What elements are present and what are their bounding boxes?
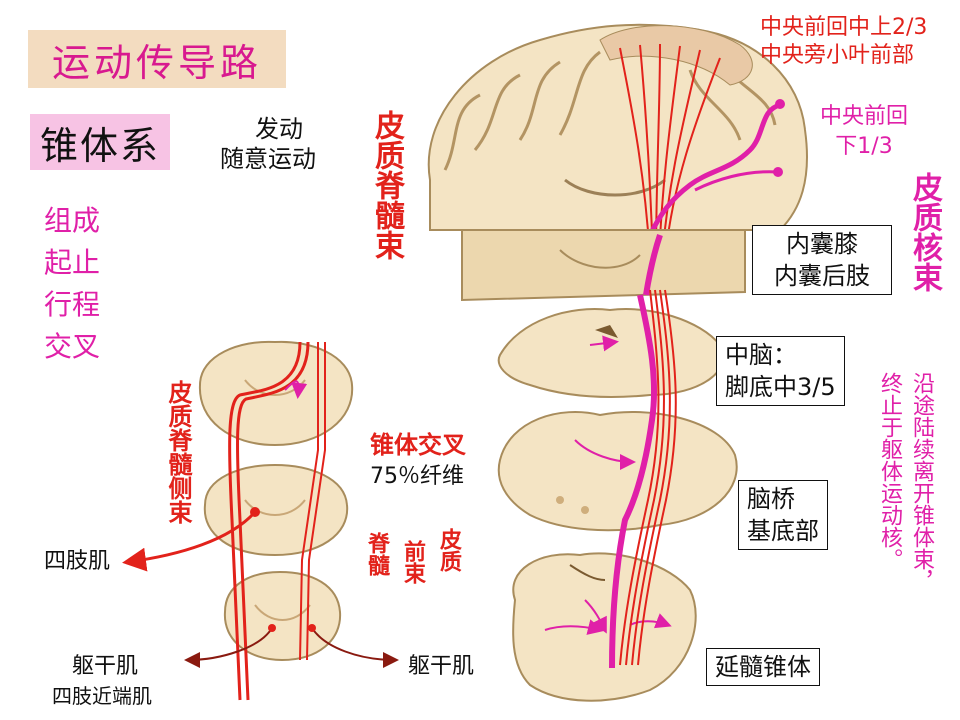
aspects-list: 组成 起止 行程 交叉	[44, 200, 100, 368]
aspect-item: 行程	[44, 288, 101, 321]
function-line: 随意运动	[220, 145, 316, 173]
descending-tract-brainstem	[609, 289, 677, 669]
muscle-arrows	[122, 507, 399, 668]
lower-region-line: 中央前回	[820, 104, 909, 129]
trunk-muscle-left-label: 躯干肌	[72, 654, 139, 679]
aspect-item: 组成	[44, 204, 101, 237]
internal-capsule-line: 内囊膝	[786, 230, 858, 258]
function-label: 发动 随意运动	[220, 114, 322, 174]
spinal-cord-sections	[198, 340, 354, 701]
corticonuclear-label: 皮质核束	[907, 172, 942, 292]
lateral-tract-label: 皮质脊髓侧束	[164, 380, 192, 524]
proximal-limb-muscle-label: 四肢近端肌	[52, 684, 152, 708]
aspect-item: 起止	[44, 246, 101, 279]
midbrain-section	[497, 308, 725, 398]
midbrain-line: 脚底中3/5	[725, 373, 836, 401]
note-line: 沿途陆续离开锥体束，	[909, 372, 934, 592]
fiber-percentage: 75％纤维	[370, 464, 464, 489]
lower-region-line: 下1/3	[835, 134, 893, 159]
pons-line: 基底部	[747, 517, 819, 545]
medulla-section	[512, 552, 697, 702]
corticospinal-label: 皮质脊髓束	[369, 110, 404, 260]
upper-region-label: 中央前回中上2/3 中央旁小叶前部	[760, 14, 927, 70]
upper-region-line: 中央旁小叶前部	[760, 43, 915, 68]
note-line: 终止于躯体运动核。	[877, 372, 902, 570]
anterior-tract-part: 前束	[400, 540, 425, 584]
internal-capsule-line: 内囊后肢	[774, 262, 870, 290]
internal-capsule-section	[461, 229, 746, 302]
upper-region-line: 中央前回中上2/3	[760, 15, 928, 40]
aspect-item: 交叉	[44, 330, 101, 363]
anterior-tract-part: 脊髓	[364, 532, 389, 576]
lower-region-label: 中央前回 下1/3	[820, 102, 908, 162]
trunk-muscle-right-label: 躯干肌	[408, 654, 475, 679]
pons-line: 脑桥	[747, 485, 795, 513]
medulla-box: 延髓锥体	[706, 648, 820, 686]
brain-coronal-section	[427, 23, 808, 261]
pons-box: 脑桥 基底部	[738, 480, 828, 550]
system-heading: 锥体系	[30, 114, 170, 170]
function-line: 发动	[255, 115, 303, 143]
anterior-tract-label: 皮质 前束 脊髓	[360, 528, 464, 584]
midbrain-line: 中脑：	[725, 341, 797, 369]
internal-capsule-box: 内囊膝 内囊后肢	[752, 225, 892, 295]
anterior-tract-part: 皮质	[436, 528, 461, 572]
termination-note: 沿途陆续离开锥体束， 终止于躯体运动核。	[876, 372, 934, 592]
page-title: 运动传导路	[28, 30, 286, 88]
pons-section	[497, 411, 738, 532]
decussation-label: 锥体交叉	[370, 431, 466, 459]
limb-muscle-label: 四肢肌	[44, 549, 111, 574]
midbrain-box: 中脑： 脚底中3/5	[716, 336, 845, 406]
